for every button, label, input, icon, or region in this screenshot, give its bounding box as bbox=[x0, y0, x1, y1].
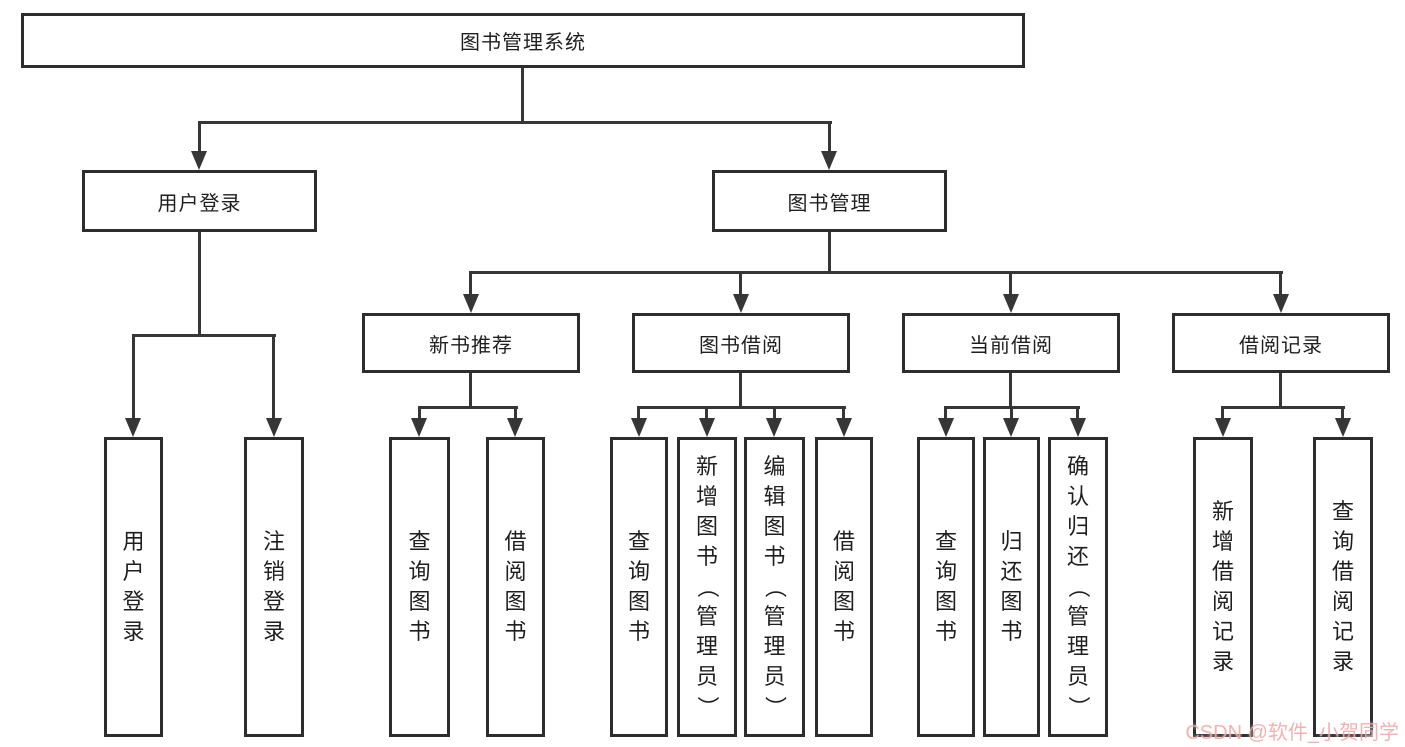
connector-line bbox=[521, 68, 524, 124]
connector-line bbox=[198, 121, 201, 154]
connector-line bbox=[198, 121, 832, 124]
leaf-confirm-return-admin: 确认归还（管理员） bbox=[1048, 437, 1108, 737]
connector-line bbox=[828, 232, 831, 274]
leaf-add-borrow-record: 新增借阅记录 bbox=[1193, 437, 1253, 737]
arrow-down-icon bbox=[1215, 418, 1231, 437]
leaf-query-books: 查询图书 bbox=[917, 437, 975, 737]
connector-line bbox=[418, 406, 518, 409]
connector-line bbox=[1221, 406, 1345, 409]
connector-line bbox=[132, 334, 276, 337]
connector-line bbox=[637, 406, 640, 420]
arrow-down-icon bbox=[1070, 418, 1086, 437]
arrow-down-icon bbox=[938, 418, 954, 437]
connector-line bbox=[469, 271, 472, 296]
connector-line bbox=[1341, 406, 1344, 420]
connector-line bbox=[418, 406, 421, 420]
connector-line bbox=[1076, 406, 1079, 420]
connector-line bbox=[1279, 271, 1282, 296]
leaf-user-login: 用户登录 bbox=[104, 437, 163, 737]
leaf-borrow-books: 借阅图书 bbox=[815, 437, 873, 737]
connector-line bbox=[637, 406, 846, 409]
leaf-borrow-books: 借阅图书 bbox=[486, 437, 545, 737]
arrow-down-icon bbox=[821, 151, 837, 170]
arrow-down-icon bbox=[733, 294, 749, 313]
node-current-borrow: 当前借阅 bbox=[902, 313, 1120, 373]
watermark-text: CSDN @软件_小贺同学 bbox=[1185, 722, 1399, 744]
node-borrow-records: 借阅记录 bbox=[1172, 313, 1390, 373]
arrow-down-icon bbox=[836, 418, 852, 437]
arrow-down-icon bbox=[1273, 294, 1289, 313]
connector-line bbox=[469, 271, 1283, 274]
arrow-down-icon bbox=[507, 418, 523, 437]
node-book-management: 图书管理 bbox=[712, 170, 947, 232]
connector-line bbox=[514, 406, 517, 420]
arrow-down-icon bbox=[1003, 418, 1019, 437]
connector-line bbox=[469, 373, 472, 409]
connector-line bbox=[739, 373, 742, 409]
connector-line bbox=[773, 406, 776, 420]
connector-line bbox=[132, 334, 135, 420]
leaf-query-books: 查询图书 bbox=[389, 437, 450, 737]
connector-line bbox=[1010, 406, 1013, 420]
node-user-login: 用户登录 bbox=[82, 170, 317, 232]
leaf-edit-books-admin: 编辑图书（管理员） bbox=[744, 437, 805, 737]
connector-line bbox=[198, 232, 201, 336]
arrow-down-icon bbox=[699, 418, 715, 437]
leaf-query-books: 查询图书 bbox=[610, 437, 668, 737]
arrow-down-icon bbox=[1335, 418, 1351, 437]
arrow-down-icon bbox=[411, 418, 427, 437]
node-book-borrow: 图书借阅 bbox=[632, 313, 850, 373]
arrow-down-icon bbox=[463, 294, 479, 313]
arrow-down-icon bbox=[631, 418, 647, 437]
connector-line bbox=[828, 121, 831, 154]
arrow-down-icon bbox=[766, 418, 782, 437]
connector-line bbox=[842, 406, 845, 420]
connector-line bbox=[1009, 373, 1012, 409]
connector-line bbox=[944, 406, 947, 420]
connector-line bbox=[272, 334, 275, 420]
arrow-down-icon bbox=[191, 151, 207, 170]
leaf-add-books-admin: 新增图书（管理员） bbox=[677, 437, 737, 737]
leaf-return-books: 归还图书 bbox=[983, 437, 1040, 737]
arrow-down-icon bbox=[1003, 294, 1019, 313]
leaf-logout: 注销登录 bbox=[244, 437, 304, 737]
connector-line bbox=[1279, 373, 1282, 409]
node-new-book-recommend: 新书推荐 bbox=[362, 313, 580, 373]
connector-line bbox=[1009, 271, 1012, 296]
node-root: 图书管理系统 bbox=[21, 13, 1025, 68]
arrow-down-icon bbox=[266, 418, 282, 437]
arrow-down-icon bbox=[125, 418, 141, 437]
connector-line bbox=[1221, 406, 1224, 420]
leaf-query-borrow-record: 查询借阅记录 bbox=[1313, 437, 1373, 737]
connector-line bbox=[739, 271, 742, 296]
connector-line bbox=[705, 406, 708, 420]
